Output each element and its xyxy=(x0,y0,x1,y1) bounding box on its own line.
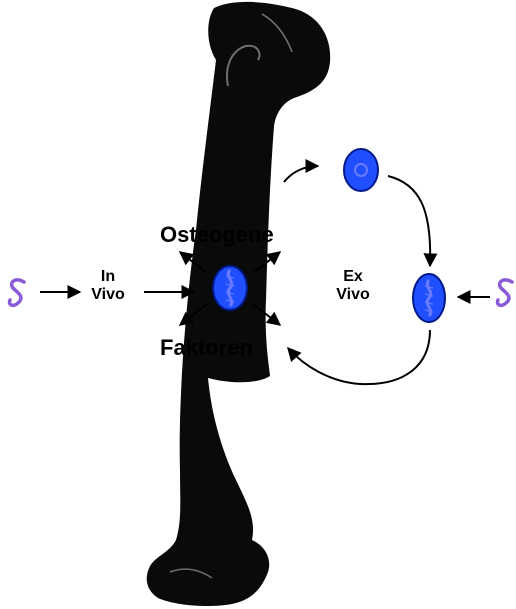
label-osteogene: Osteogene xyxy=(160,222,274,247)
ex-vivo-cell-icon xyxy=(413,274,445,322)
arrow-ex-vivo-cell-to-faktoren xyxy=(288,330,430,384)
isolated-cell-icon xyxy=(344,149,378,191)
gene-vector-icon-right xyxy=(497,280,512,305)
label-ex-vivo: Ex Vivo xyxy=(326,268,380,305)
central-cell-icon xyxy=(213,266,247,310)
arrow-cell-to-ex-vivo-cell xyxy=(388,176,430,266)
gene-vector-icon-left-shape xyxy=(9,280,24,305)
label-ex-vivo-line2: Vivo xyxy=(326,286,380,304)
label-faktoren: Faktoren xyxy=(160,335,253,360)
label-in-vivo-line1: In xyxy=(86,268,130,286)
label-ex-vivo-line1: Ex xyxy=(326,268,380,286)
label-in-vivo-line2: Vivo xyxy=(86,286,130,304)
label-in-vivo: In Vivo xyxy=(86,268,130,305)
arrow-bone-to-cell xyxy=(284,166,318,182)
